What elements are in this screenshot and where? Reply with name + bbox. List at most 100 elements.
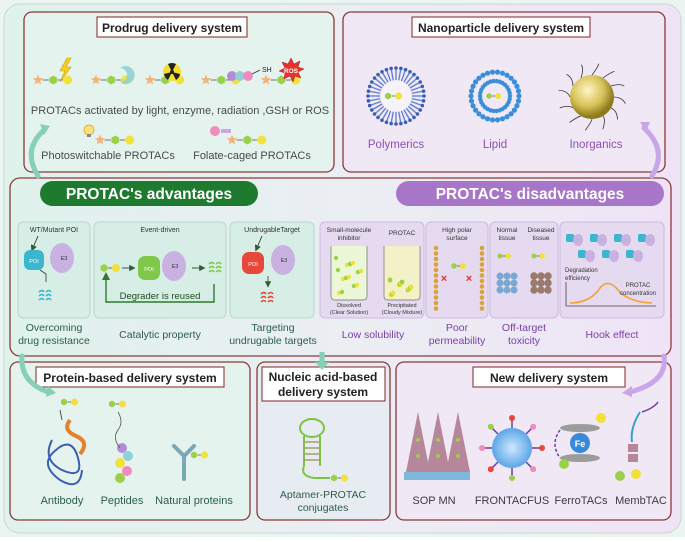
flow-arrows <box>19 122 667 397</box>
adv-caption-2-l1: Targeting <box>251 322 294 334</box>
nano-item-0: Polymerics <box>368 139 424 151</box>
protac-ligand-icons <box>61 398 208 459</box>
photoswitch-icon <box>83 124 95 137</box>
blocked-x-icon-2: × <box>466 273 472 285</box>
poi-label-2: POI <box>144 267 154 273</box>
protac-label: PROTAC <box>389 230 416 237</box>
lipid-nanoparticle-icon <box>468 69 522 123</box>
protac-ligand-icon <box>100 264 120 272</box>
adv-caption-2-l2: undrugable targets <box>229 335 317 347</box>
normal-l1: Normal <box>497 227 519 234</box>
protein-item-1: Peptides <box>101 495 144 507</box>
photoswitch-protac-icon <box>94 134 135 145</box>
arrow-to-nanoparticle <box>641 125 661 179</box>
nano-item-2: Inorganics <box>569 139 622 151</box>
undrugable-target-icon <box>242 252 264 274</box>
normal-tissue-ligand-icon <box>497 253 511 259</box>
nucleic-title-l2: delivery system <box>278 385 368 399</box>
e3-label-3: E3 <box>281 258 288 264</box>
ros-burst-icon: ROS <box>278 57 305 83</box>
diseased-tissue-icon <box>530 253 552 294</box>
poi-protein-green-icon <box>138 256 160 280</box>
diseased-l2: tissue <box>533 235 550 242</box>
protein-title: Protein-based delivery system <box>43 371 216 385</box>
beaker-dissolved-icon <box>330 246 368 301</box>
normal-tissue-icon <box>496 253 518 294</box>
protac-conc-l1: PROTAC <box>626 283 651 289</box>
polymeric-nanoparticle-icon <box>366 66 426 126</box>
dis-caption-2-l1: Off-target <box>502 322 546 334</box>
nucleic-panel: Nucleic acid-based delivery system Aptam… <box>256 361 391 521</box>
reused-label: Degrader is reused <box>120 291 201 302</box>
fe-label: Fe <box>575 439 586 449</box>
degraded-fragments-icon <box>38 289 52 301</box>
dis-caption-3-l1: Hook effect <box>586 329 639 341</box>
beaker-precipitated-icon <box>383 246 421 301</box>
nucleic-caption-l1: Aptamer-PROTAC <box>280 489 367 501</box>
protac-molecule-icon-0 <box>32 74 73 85</box>
protein-item-2: Natural proteins <box>155 495 233 507</box>
folate-protac-icon <box>226 134 267 145</box>
nano-item-1: Lipid <box>483 139 507 151</box>
adv-panel-resistance <box>17 221 91 319</box>
small-mol-l1: Small-molecule <box>327 227 372 234</box>
e3-ligase-icon-3 <box>271 245 295 275</box>
wt-label: WT/Mutant POI <box>30 227 78 234</box>
disadvantages-banner-text: PROTAC's disadvantages <box>436 186 625 203</box>
nanoparticle-panel: Nanoparticle delivery system Polymerics … <box>342 11 666 173</box>
peptide-ligand-icon <box>109 400 126 408</box>
catalytic-ligand-icon <box>100 264 120 272</box>
precip-l1: Precipitated <box>387 303 416 309</box>
event-label: Event-driven <box>140 227 179 234</box>
adv-caption-0-l1: Overcoming <box>26 322 83 334</box>
membtac-icon <box>615 401 659 481</box>
poi-label-1: POI <box>29 259 39 265</box>
antibody-icon <box>47 409 87 486</box>
new-delivery-title: New delivery system <box>490 371 608 385</box>
advantages-banner <box>40 181 258 206</box>
normal-l2: tissue <box>499 235 516 242</box>
high-polar-l1: High polar <box>442 227 472 234</box>
polymeric-cargo-icon <box>385 92 402 100</box>
aptamer-ligand-icon <box>331 474 348 482</box>
folate-caption: Folate-caged PROTACs <box>193 150 311 162</box>
inorganic-nanoparticle-icon <box>558 63 626 131</box>
arrow-to-protein <box>19 353 51 395</box>
dissolved-l1: Dissolved <box>337 303 361 309</box>
antibody-ligand-icon <box>61 398 78 406</box>
diseased-l1: Diseased <box>527 227 554 234</box>
dis-caption-1-l2: permeability <box>429 335 486 347</box>
arrow-to-new-delivery <box>627 353 667 395</box>
dis-caption-0-l1: Low solubility <box>342 329 405 341</box>
poi-label-3: POI <box>248 262 258 268</box>
diseased-tissue-ligand-icon <box>531 253 545 259</box>
protac-molecule-icon-4 <box>260 74 301 85</box>
gsh-thiol-icon: SH <box>227 67 272 81</box>
enzyme-icon <box>120 66 135 85</box>
new-delivery-panel: New delivery system Fe <box>395 361 672 521</box>
protac-ligand-icon <box>331 474 348 482</box>
dissolved-l2: (Clear Solution) <box>330 310 368 316</box>
nanoparticle-title: Nanoparticle delivery system <box>418 21 584 35</box>
dis-panel-hook <box>559 221 665 319</box>
lipid-cargo-icon <box>486 93 501 99</box>
new-item-0: SOP MN <box>412 495 455 507</box>
protac-conc-l2: concentration <box>620 291 656 297</box>
degradation-l1: Degradation <box>565 268 598 274</box>
adv-caption-1-l1: Catalytic property <box>119 329 201 341</box>
arrow-to-prodrug <box>28 127 47 179</box>
e3-ligase-icon <box>50 243 74 273</box>
poi-protein-icon <box>24 250 44 270</box>
radiation-icon <box>163 63 181 81</box>
degradation-l2: efficiency <box>565 276 590 282</box>
degraded-fragments-icon-2 <box>208 261 222 273</box>
permeability-ligand-icon <box>451 263 466 269</box>
microneedle-icon <box>404 412 470 480</box>
peptides-icon <box>115 411 133 483</box>
hook-curve <box>569 282 653 304</box>
nucleic-caption-l2: conjugates <box>298 502 349 514</box>
prodrug-panel: Prodrug delivery system SH ROS PROTAC <box>23 11 335 173</box>
middle-band: PROTAC's advantages PROTAC's disadvantag… <box>9 177 672 357</box>
e3-ligase-icon-2 <box>162 251 186 281</box>
